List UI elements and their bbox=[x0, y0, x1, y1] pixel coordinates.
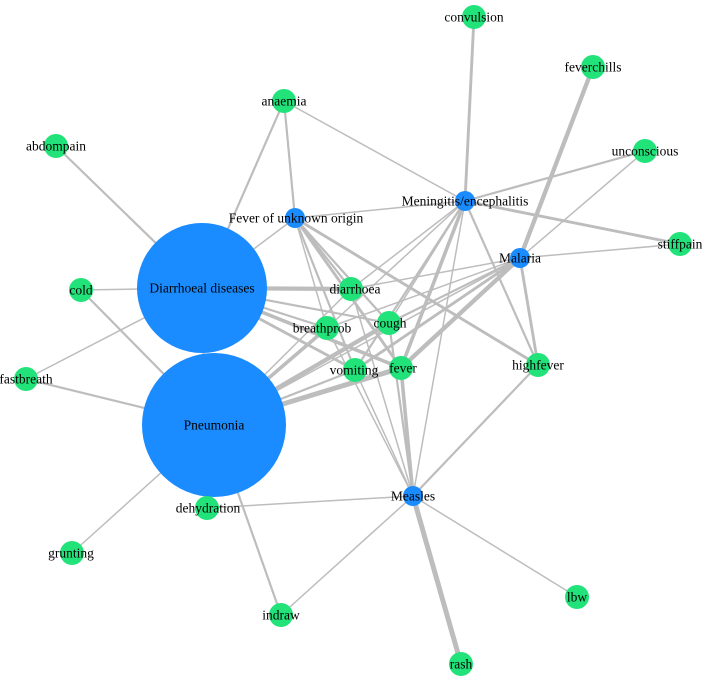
edge-measles-rash bbox=[410, 493, 464, 667]
node-rash bbox=[449, 652, 473, 676]
edge-malaria-vomiting bbox=[353, 256, 522, 372]
node-label-highfever: highfever bbox=[512, 358, 564, 373]
node-label-abdompain: abdompain bbox=[26, 139, 86, 154]
edge-meningitis-fever bbox=[399, 199, 467, 370]
node-label-rash: rash bbox=[450, 657, 473, 672]
edge-malaria-unconscious bbox=[519, 150, 646, 259]
node-grunting bbox=[60, 541, 84, 565]
node-unconscious bbox=[633, 139, 657, 163]
edge-measles-indraw bbox=[280, 495, 414, 616]
node-lbw bbox=[565, 585, 589, 609]
node-breathprob bbox=[315, 316, 339, 340]
node-label-indraw: indraw bbox=[262, 608, 300, 623]
edge-meningitis-unconscious bbox=[463, 149, 647, 203]
edge-meningitis-diarrhoea bbox=[350, 200, 466, 290]
node-convulsion bbox=[462, 5, 486, 29]
edge-malaria-fever bbox=[398, 255, 523, 371]
edge-malaria-diarrhoea bbox=[350, 257, 521, 290]
edge-fuo-breathprob bbox=[294, 217, 328, 329]
node-dehydration bbox=[195, 496, 219, 520]
node-abdompain bbox=[44, 134, 68, 158]
edge-meningitis-cough bbox=[388, 200, 466, 324]
edge-meningitis-stiffpain bbox=[463, 199, 682, 246]
edge-fuo-anaemia bbox=[282, 99, 297, 220]
edge-meningitis-anaemia bbox=[283, 100, 466, 202]
node-label-lbw: lbw bbox=[567, 590, 588, 605]
edges-layer bbox=[24, 15, 682, 667]
node-label-diarrhoea: diarrhoea bbox=[330, 282, 381, 297]
node-fuo bbox=[285, 208, 305, 228]
node-label-measles: Measles bbox=[391, 489, 435, 504]
edge-meningitis-measles bbox=[412, 200, 466, 497]
edge-measles-cough bbox=[387, 321, 415, 498]
node-label-anaemia: anaemia bbox=[262, 94, 307, 109]
edge-malaria-feverchills bbox=[517, 64, 596, 261]
edge-measles-breathprob bbox=[326, 327, 414, 497]
node-label-breathprob: breathprob bbox=[293, 321, 352, 336]
node-cough bbox=[377, 311, 401, 335]
node-diarrhoeal bbox=[137, 223, 267, 353]
node-label-pneumonia: Pneumonia bbox=[184, 418, 245, 433]
node-fever bbox=[389, 356, 413, 380]
node-label-convulsion: convulsion bbox=[444, 10, 503, 25]
node-label-malaria: Malaria bbox=[499, 251, 541, 266]
node-fastbreath bbox=[14, 367, 38, 391]
node-label-fever: fever bbox=[389, 361, 417, 376]
node-diarrhoea bbox=[339, 277, 363, 301]
node-meningitis bbox=[455, 191, 475, 211]
node-cold bbox=[69, 278, 93, 302]
node-label-vomiting: vomiting bbox=[330, 363, 379, 378]
edge-meningitis-breathprob bbox=[326, 200, 466, 329]
node-label-stiffpain: stiffpain bbox=[658, 237, 703, 252]
node-label-cold: cold bbox=[69, 283, 92, 298]
node-indraw bbox=[269, 603, 293, 627]
node-label-meningitis: Meningitis/encephalitis bbox=[402, 194, 529, 209]
edge-measles-lbw bbox=[412, 495, 578, 598]
node-pneumonia bbox=[142, 353, 286, 497]
edge-malaria-highfever bbox=[518, 256, 540, 367]
edge-meningitis-highfever bbox=[463, 199, 540, 367]
edge-fuo-vomiting bbox=[293, 216, 357, 372]
edge-measles-vomiting bbox=[354, 369, 414, 497]
edge-measles-diarrhoea bbox=[350, 288, 414, 497]
edge-malaria-cough bbox=[387, 256, 522, 325]
node-measles bbox=[403, 486, 423, 506]
node-label-fuo: Fever of unknown origin bbox=[229, 211, 364, 226]
node-label-fastbreath: fastbreath bbox=[0, 372, 53, 387]
node-malaria bbox=[510, 248, 530, 268]
node-anaemia bbox=[272, 89, 296, 113]
nodes-layer bbox=[14, 5, 692, 676]
labels-layer: convulsion feverchills anaemia abdompain unc… bbox=[0, 10, 703, 672]
node-highfever bbox=[526, 353, 550, 377]
node-label-unconscious: unconscious bbox=[612, 144, 679, 159]
node-label-feverchills: feverchills bbox=[565, 60, 622, 75]
node-vomiting bbox=[343, 358, 367, 382]
edge-measles-dehydration bbox=[206, 495, 414, 509]
edge-measles-highfever bbox=[411, 363, 540, 498]
edge-fuo-highfever bbox=[293, 216, 540, 367]
node-label-dehydration: dehydration bbox=[176, 501, 241, 516]
edge-fuo-meningitis bbox=[294, 200, 466, 219]
node-label-diarrhoeal: Diarrhoeal diseases bbox=[149, 281, 254, 296]
node-label-cough: cough bbox=[374, 316, 407, 331]
node-feverchills bbox=[581, 55, 605, 79]
edge-meningitis-convulsion bbox=[463, 15, 476, 203]
edge-fuo-cough bbox=[293, 216, 391, 325]
edge-malaria-stiffpain bbox=[519, 243, 681, 259]
node-stiffpain bbox=[668, 232, 692, 256]
node-label-grunting: grunting bbox=[48, 546, 94, 561]
